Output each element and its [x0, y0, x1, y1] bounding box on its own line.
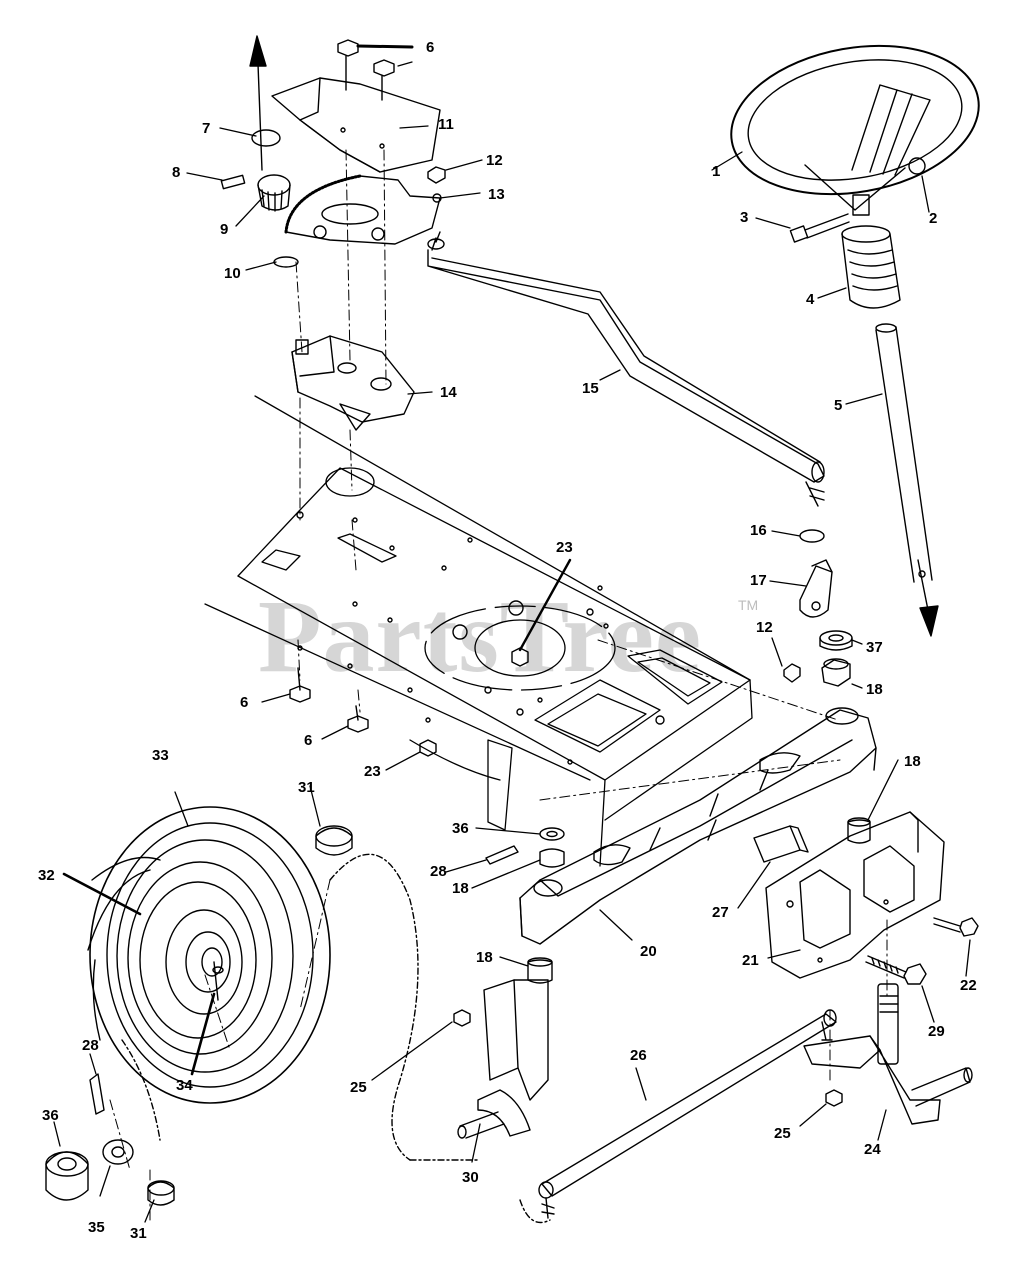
callout-4: 4 — [806, 291, 815, 308]
callout-15: 15 — [582, 380, 599, 397]
callout-7: 7 — [202, 120, 211, 137]
callout-32: 32 — [38, 867, 55, 884]
nuts-23 — [420, 648, 528, 756]
callout-16: 16 — [750, 522, 767, 539]
spacer-27 — [754, 826, 808, 862]
bolts-6-top — [338, 40, 394, 100]
nut-12-top — [428, 167, 445, 183]
drag-link — [428, 232, 824, 506]
hub-hardware-lower — [46, 1074, 174, 1205]
bellows-boot — [842, 226, 900, 308]
callout-2: 2 — [929, 210, 938, 227]
callout-18-right: 18 — [866, 681, 883, 698]
callout-35: 35 — [88, 1219, 105, 1236]
callout-3: 3 — [740, 209, 749, 226]
bolt-22 — [934, 918, 978, 936]
support-plate — [272, 78, 440, 172]
callout-23-left: 23 — [364, 763, 381, 780]
callout-5: 5 — [834, 397, 843, 414]
callout-23-top: 23 — [556, 539, 573, 556]
callout-18-spindle: 18 — [476, 949, 493, 966]
steering-support — [292, 336, 414, 430]
pinion-gear-9 — [258, 175, 290, 211]
bolts-6-lower — [290, 668, 368, 732]
callout-20: 20 — [640, 943, 657, 960]
frame-holes — [297, 512, 664, 764]
callout-26: 26 — [630, 1047, 647, 1064]
callout-1: 1 — [712, 163, 721, 180]
tie-rod — [539, 1010, 836, 1218]
frame — [205, 396, 752, 866]
callout-17: 17 — [750, 572, 767, 589]
callout-14: 14 — [440, 384, 457, 401]
spindle-right — [804, 984, 972, 1124]
bolt-29 — [866, 956, 926, 984]
callout-22: 22 — [960, 977, 977, 994]
pin-8 — [221, 175, 244, 188]
callout-6-left: 6 — [240, 694, 249, 711]
washer-7 — [252, 130, 280, 146]
callout-6-top: 6 — [426, 39, 435, 56]
wheel-tire — [88, 807, 330, 1103]
callout-29: 29 — [928, 1023, 945, 1040]
callout-12-right: 12 — [756, 619, 773, 636]
callout-25-left: 25 — [350, 1079, 367, 1096]
callout-11: 11 — [438, 116, 454, 133]
callout-24: 24 — [864, 1141, 881, 1158]
bracket-21 — [766, 812, 944, 978]
callout-36-axle: 36 — [452, 820, 469, 837]
callout-21: 21 — [742, 952, 759, 969]
callout-28-wheel: 28 — [82, 1037, 99, 1054]
watermark-trademark: TM — [738, 597, 759, 613]
callout-31-top: 31 — [298, 779, 315, 796]
callout-28-axle: 28 — [430, 863, 447, 880]
spindle-left — [454, 980, 548, 1138]
callout-12-top: 12 — [486, 152, 503, 169]
callout-13: 13 — [488, 186, 505, 203]
callout-33: 33 — [152, 747, 169, 764]
arrow-up — [250, 36, 266, 170]
callout-25-right: 25 — [774, 1125, 791, 1142]
steering-shaft — [876, 324, 932, 582]
arrow-down — [918, 560, 938, 636]
key-10 — [274, 257, 298, 267]
callout-37: 37 — [866, 639, 883, 656]
front-axle — [520, 708, 876, 944]
callout-31-bottom: 31 — [130, 1225, 147, 1242]
callout-36-wheel: 36 — [42, 1107, 59, 1124]
steering-wheel — [719, 27, 990, 215]
callout-18-bracket: 18 — [904, 753, 921, 770]
leader-lines — [54, 46, 970, 1222]
sector-gear — [286, 176, 441, 244]
callout-6-lower: 6 — [304, 732, 313, 749]
callout-8: 8 — [172, 164, 181, 181]
callout-30: 30 — [462, 1169, 479, 1186]
callout-18-axle: 18 — [452, 880, 469, 897]
callout-10: 10 — [224, 265, 241, 282]
wheel-dashed-outline — [122, 854, 550, 1222]
bushings — [486, 530, 870, 983]
bushing-31-top — [316, 826, 352, 855]
callout-34: 34 — [176, 1077, 193, 1094]
callout-9: 9 — [220, 221, 229, 238]
bolt-3 — [790, 214, 849, 242]
callout-27: 27 — [712, 904, 729, 921]
